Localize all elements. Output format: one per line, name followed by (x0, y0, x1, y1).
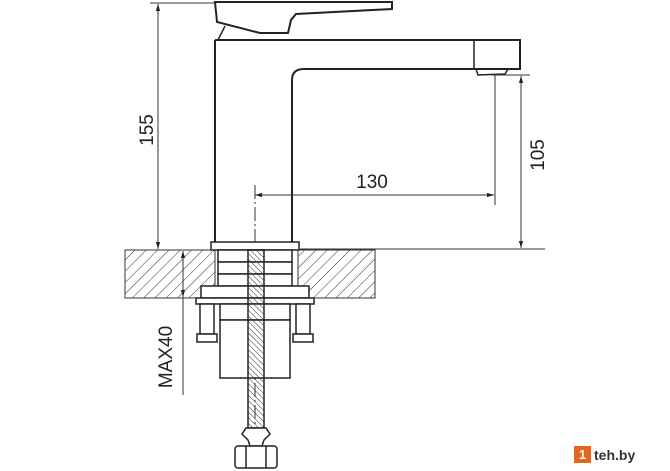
logo-text: teh.by (594, 446, 636, 463)
dim-130-label: 130 (356, 172, 388, 193)
site-logo: 1 teh.by (574, 446, 635, 463)
aerator (475, 68, 509, 76)
spout (215, 39, 521, 245)
dimension-lines (150, 2, 545, 460)
faucet-body (213, 1, 521, 245)
mounting-kit (195, 241, 315, 469)
dim-155-label: 155 (137, 114, 158, 146)
countertop (124, 249, 376, 299)
dim-105-label: 105 (528, 139, 549, 171)
logo-mark: 1 (574, 446, 591, 463)
lever-handle (213, 1, 393, 34)
dim-max40-label: MAX40 (156, 326, 177, 388)
